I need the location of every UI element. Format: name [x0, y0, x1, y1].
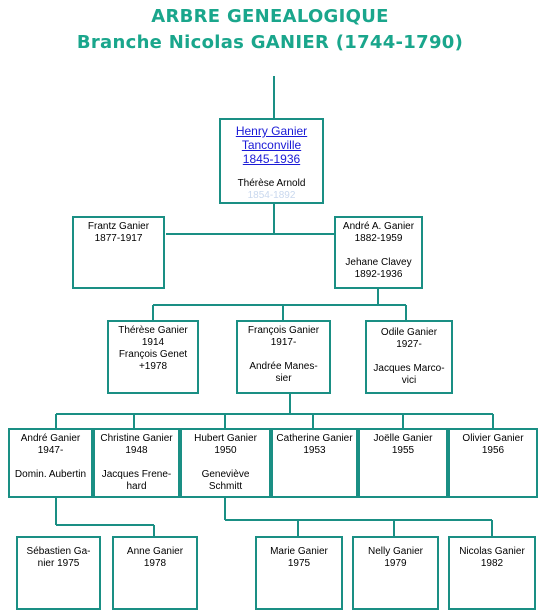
- person-line: Hubert Ganier: [194, 433, 257, 444]
- person-line: 1955: [391, 445, 415, 456]
- person-line: Sébastien Ga-: [26, 546, 91, 557]
- person-line: 1953: [303, 445, 326, 456]
- person-line: Marie Ganier: [270, 546, 328, 557]
- spouse-line: Jehane Clavey: [345, 257, 412, 268]
- person-line: 1950: [214, 445, 237, 456]
- person-line: 1914: [141, 337, 165, 348]
- spouse-dates: 1854-1892: [247, 190, 296, 201]
- person-line: +1978: [138, 361, 168, 372]
- person-line: Odile Ganier: [380, 327, 438, 338]
- person-line: François Ganier: [247, 325, 320, 336]
- person-line: Nelly Ganier: [367, 546, 424, 557]
- person-line: Nicolas Ganier: [459, 546, 525, 557]
- person-line: 1975: [287, 558, 311, 569]
- spouse-line: Andrée Manes-: [249, 361, 318, 372]
- tree-subtitle: Branche Nicolas GANIER (1744-1790): [76, 32, 464, 53]
- spouse-line: Domin. Aubertin: [14, 469, 87, 480]
- person-line: Frantz Ganier: [87, 221, 150, 232]
- person-box-sebastien-ganier: Sébastien Ga-nier 1975: [16, 536, 101, 610]
- person-line: Thérèse Ganier: [118, 325, 188, 336]
- person-line: 1882-1959: [354, 233, 403, 244]
- person-line: Anne Ganier: [126, 546, 184, 557]
- person-line: Catherine Ganier: [276, 433, 353, 444]
- spouse-line: Geneviève: [201, 469, 250, 480]
- spouse-line: Jacques Frene-: [101, 469, 172, 480]
- person-line: 1978: [143, 558, 167, 569]
- person-line: 1947-: [37, 445, 64, 456]
- person-line: André Ganier: [20, 433, 81, 444]
- person-link-dates[interactable]: 1845-1936: [242, 152, 301, 166]
- person-line: 1917-: [270, 337, 297, 348]
- person-link-name[interactable]: Henry Ganier: [235, 124, 308, 138]
- person-line: 1877-1917: [94, 233, 143, 244]
- tree-title: ARBRE GENEALOGIQUE: [151, 6, 389, 27]
- person-line: Olivier Ganier: [462, 433, 524, 444]
- person-line: 1927-: [396, 339, 422, 350]
- spouse-line: Jacques Marco-: [373, 363, 445, 374]
- person-line: Christine Ganier: [100, 433, 173, 444]
- spouse-line: hard: [126, 481, 147, 492]
- person-line: André A. Ganier: [342, 221, 415, 232]
- person-line: nier 1975: [37, 558, 80, 569]
- person-line: 1956: [481, 445, 505, 456]
- person-line: 1979: [384, 558, 407, 569]
- spouse-line: 1892-1936: [354, 269, 403, 280]
- person-link-place[interactable]: Tanconville: [241, 138, 302, 152]
- spouse-line: sier: [275, 373, 292, 384]
- person-line: Joëlle Ganier: [373, 433, 433, 444]
- person-line: François Genet: [118, 349, 188, 360]
- spouse-line: vici: [401, 375, 417, 386]
- person-line: 1982: [480, 558, 504, 569]
- spouse-line: Schmitt: [208, 481, 243, 492]
- person-line: 1948: [125, 445, 148, 456]
- spouse-name: Thérèse Arnold: [237, 178, 306, 189]
- person-box-henry-ganier: Henry Ganier Tanconville 1845-1936 Thérè…: [219, 118, 324, 204]
